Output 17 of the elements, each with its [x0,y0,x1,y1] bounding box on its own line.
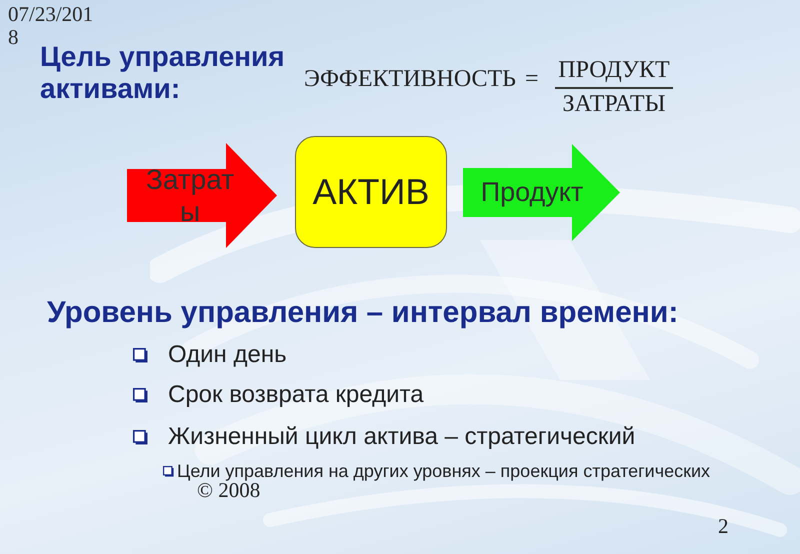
box-label: АКТИВ [312,171,430,213]
bullet-text: Один день [168,340,287,370]
block-arrow [127,143,277,248]
slide-title: Цель управления активами: [40,41,286,105]
note-text: Цели управления на других уровнях – проекция стратегических [177,460,710,483]
numerator-text: ПРОДУКТ [557,56,671,85]
denominator-text: ЗАТРАТЫ [562,90,666,119]
arrow-label: Продукт [480,176,584,208]
bullet-text: Жизненный цикл актива – стратегический [168,422,636,452]
page-number: 2 [718,514,728,539]
rounded-box [295,136,447,248]
arrow-label: Затраты [144,164,236,228]
block-arrow [463,144,620,241]
section-heading: Уровень управления – интервал времени: [47,295,678,331]
formula-term: ЭФФЕКТИВНОСТЬ [304,65,516,94]
bullet-text: Срок возврата кредита [168,380,424,410]
equals-sign: = [525,65,539,94]
